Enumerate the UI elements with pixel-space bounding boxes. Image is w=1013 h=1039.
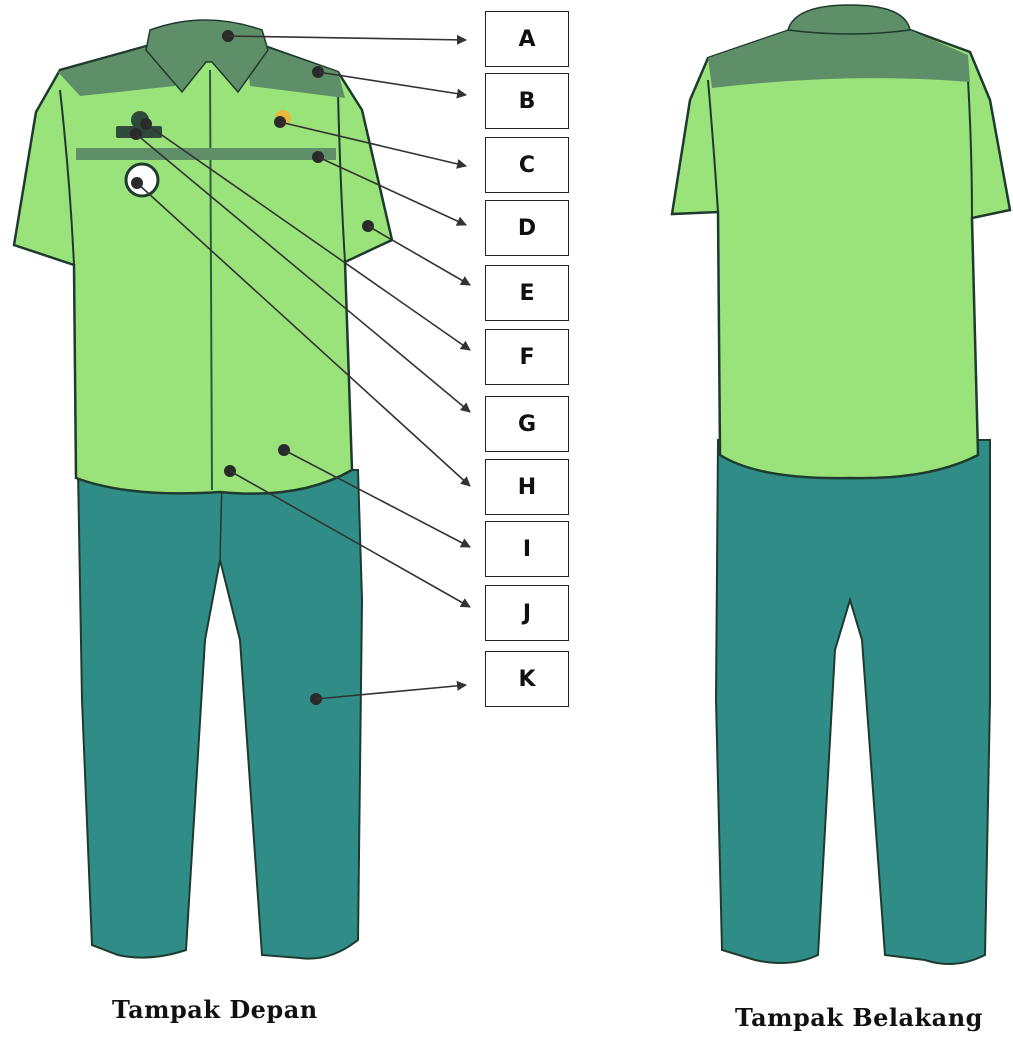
back-pants xyxy=(716,440,990,964)
label-box-h: H xyxy=(485,459,569,515)
front-view xyxy=(14,20,392,959)
label-box-g: G xyxy=(485,396,569,452)
caption-back-view: Tampak Belakang xyxy=(735,1003,983,1032)
label-box-k: K xyxy=(485,651,569,707)
label-box-f: F xyxy=(485,329,569,385)
back-shirt-body xyxy=(672,30,1010,478)
label-box-i: I xyxy=(485,521,569,577)
back-collar xyxy=(788,5,910,34)
back-view xyxy=(672,5,1010,964)
pointer-arrow-e xyxy=(368,226,470,285)
label-box-d: D xyxy=(485,200,569,256)
label-box-b: B xyxy=(485,73,569,129)
label-box-j: J xyxy=(485,585,569,641)
front-chest-stripe xyxy=(76,148,336,160)
label-box-c: C xyxy=(485,137,569,193)
front-shirt-body xyxy=(14,45,392,494)
caption-front-view: Tampak Depan xyxy=(112,995,318,1024)
label-box-e: E xyxy=(485,265,569,321)
label-box-a: A xyxy=(485,11,569,67)
